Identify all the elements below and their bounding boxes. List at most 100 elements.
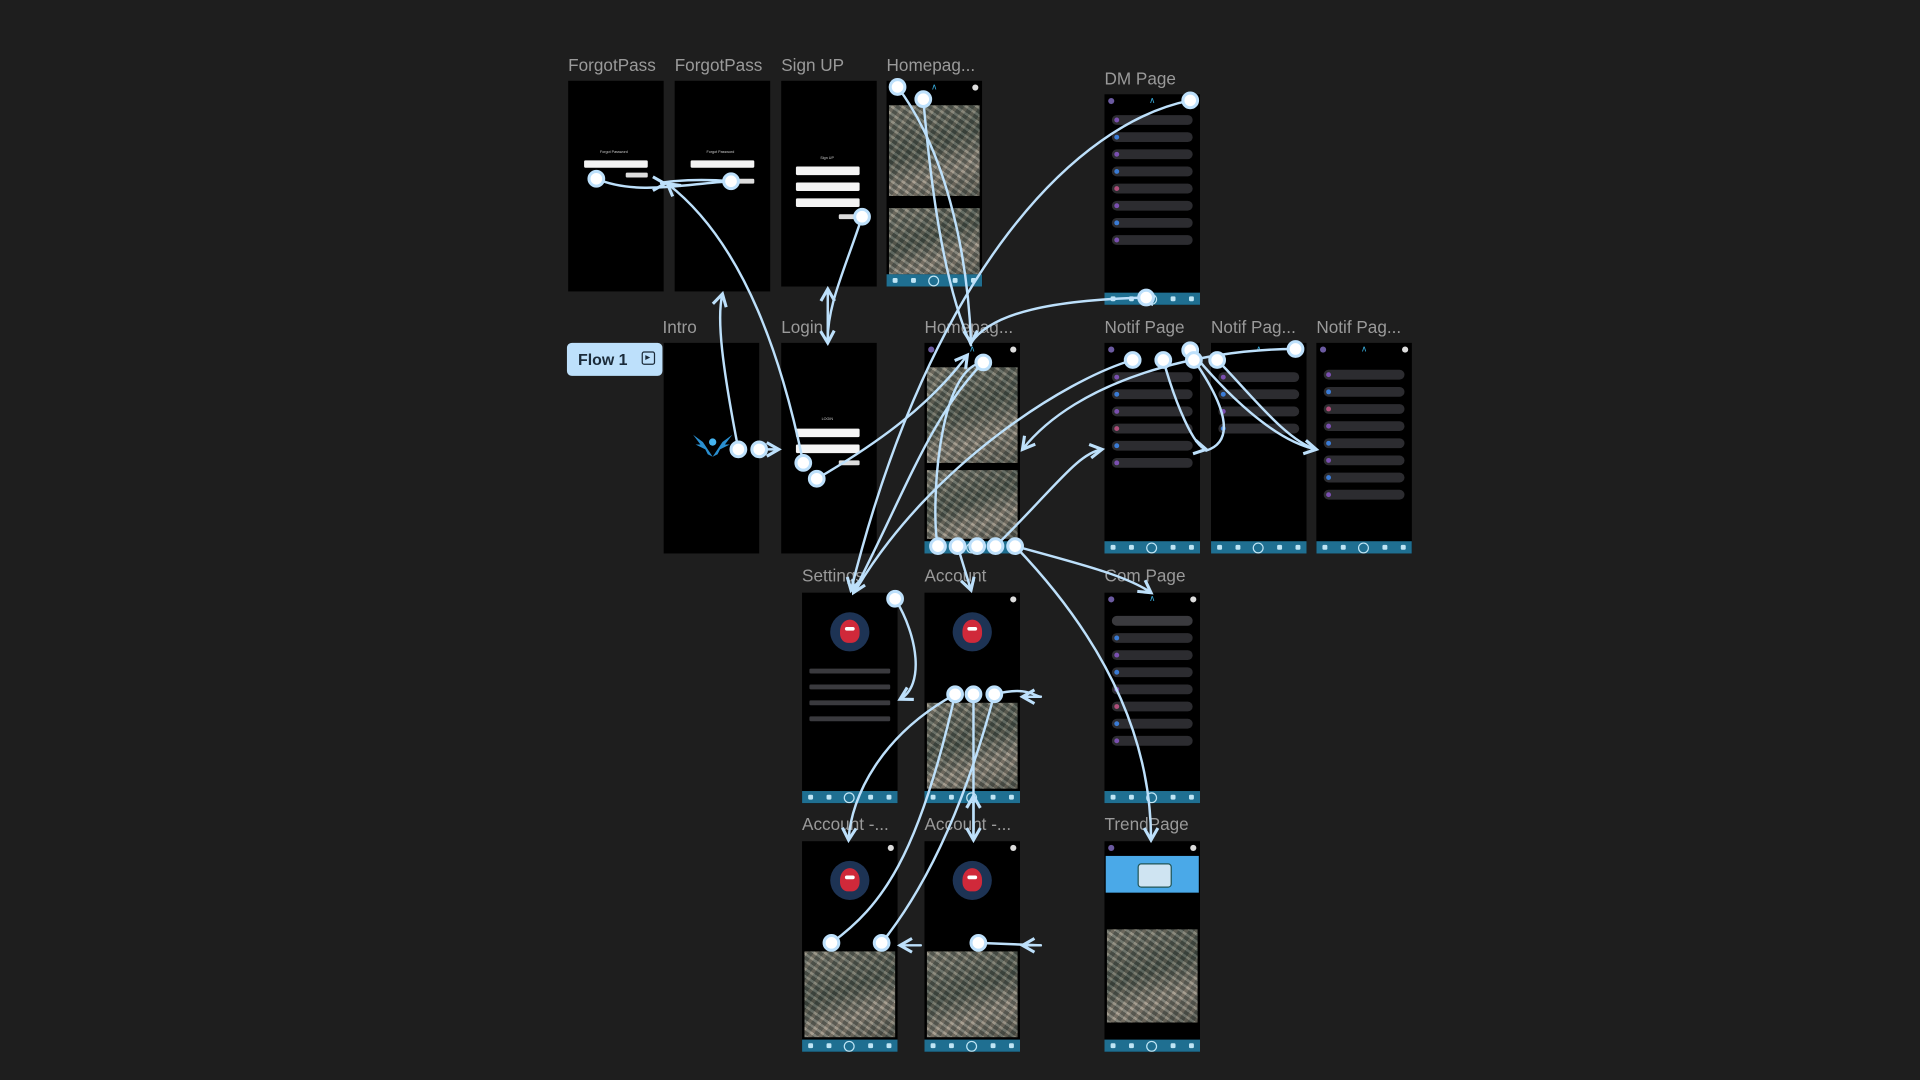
notification-icon[interactable]: [1170, 544, 1176, 550]
connection[interactable]: [1162, 358, 1210, 456]
gear-icon[interactable]: [1190, 844, 1197, 852]
add-post-icon[interactable]: [1358, 541, 1370, 553]
post-grid[interactable]: [926, 951, 1018, 1038]
frame-label-notif-page-2[interactable]: Notif Pag...: [1211, 317, 1296, 337]
message-item[interactable]: [1111, 235, 1193, 245]
frame-com-page[interactable]: ∧: [1104, 592, 1201, 804]
home-icon[interactable]: [808, 1043, 814, 1049]
connection[interactable]: [664, 181, 805, 465]
frame-label-account-2[interactable]: Account -...: [802, 814, 889, 834]
connection-node[interactable]: [750, 440, 769, 459]
frame-label-signup[interactable]: Sign UP: [781, 55, 845, 75]
message-item[interactable]: [1111, 200, 1193, 211]
connection-node[interactable]: [986, 537, 1005, 556]
frame-notif-page-1[interactable]: [1104, 342, 1201, 554]
search-icon[interactable]: [948, 1043, 954, 1049]
username-field[interactable]: [809, 668, 891, 674]
frame-label-dm-page[interactable]: DM Page: [1104, 68, 1176, 89]
connection-node[interactable]: [794, 453, 813, 472]
notification-item[interactable]: [1218, 372, 1300, 383]
connection-node[interactable]: [1006, 537, 1024, 556]
send-icon[interactable]: [886, 1043, 892, 1049]
notification-icon[interactable]: [1170, 296, 1176, 302]
connection[interactable]: [819, 215, 864, 346]
frame-trend-page[interactable]: [1104, 841, 1201, 1052]
avatar[interactable]: [1320, 346, 1327, 353]
send-icon[interactable]: [970, 277, 976, 283]
frame-settings[interactable]: [802, 592, 898, 804]
notification-icon[interactable]: [990, 794, 996, 800]
email-field[interactable]: [795, 182, 860, 192]
connection[interactable]: [893, 597, 917, 701]
message-item[interactable]: [1111, 183, 1193, 194]
home-icon[interactable]: [1322, 544, 1328, 550]
search-icon[interactable]: [910, 277, 916, 283]
avatar[interactable]: [928, 346, 935, 353]
connection-node[interactable]: [1181, 91, 1200, 110]
community-item[interactable]: [1111, 701, 1193, 712]
connection[interactable]: [922, 97, 973, 347]
connection-node[interactable]: [886, 589, 904, 608]
community-item[interactable]: [1111, 633, 1193, 643]
search-icon[interactable]: [948, 794, 954, 800]
avatar[interactable]: [1108, 596, 1115, 603]
add-post-icon[interactable]: [844, 1040, 856, 1052]
frame-label-account-3[interactable]: Account -...: [924, 814, 1012, 834]
send-icon[interactable]: [886, 794, 892, 800]
connection-node[interactable]: [1137, 288, 1156, 307]
frame-notif-page-3[interactable]: ∧: [1316, 342, 1412, 554]
connection-node[interactable]: [1123, 351, 1142, 369]
frame-label-forgotpass-1[interactable]: ForgotPass: [568, 55, 656, 75]
home-icon[interactable]: [930, 794, 936, 800]
login-button[interactable]: [838, 460, 860, 466]
notification-item[interactable]: [1111, 406, 1193, 417]
frame-label-forgotpass-2[interactable]: ForgotPass: [674, 55, 763, 75]
add-post-icon[interactable]: [966, 1040, 978, 1052]
community-item[interactable]: [1111, 667, 1193, 678]
send-icon[interactable]: [1188, 794, 1194, 800]
notification-item[interactable]: [1218, 389, 1300, 400]
flow-starting-point[interactable]: Flow 1: [566, 342, 663, 376]
frame-account-2[interactable]: [802, 841, 898, 1052]
message-item[interactable]: [1111, 217, 1193, 228]
connection[interactable]: [880, 693, 996, 945]
gear-icon[interactable]: [1010, 844, 1017, 852]
notification-icon[interactable]: [868, 1043, 874, 1049]
search-icon[interactable]: [1128, 794, 1134, 800]
search-input[interactable]: [1111, 615, 1193, 626]
password-field[interactable]: [795, 198, 860, 207]
notification-item[interactable]: [1111, 440, 1193, 451]
connection-node[interactable]: [1154, 351, 1173, 369]
connection-node[interactable]: [985, 685, 1004, 704]
message-item[interactable]: [1111, 149, 1193, 160]
add-post-icon[interactable]: [844, 791, 856, 803]
notification-item[interactable]: [1111, 389, 1193, 400]
frame-label-login[interactable]: Login: [781, 317, 824, 337]
signup-button[interactable]: [838, 214, 860, 220]
frame-homepage-1[interactable]: ∧: [886, 80, 983, 287]
post-grid[interactable]: [804, 951, 896, 1038]
connection[interactable]: [855, 358, 1134, 589]
code-field[interactable]: [690, 160, 755, 168]
connection[interactable]: [851, 361, 985, 596]
notification-item[interactable]: [1323, 369, 1405, 380]
connection-node[interactable]: [853, 207, 871, 226]
gear-icon[interactable]: [1010, 596, 1017, 603]
community-item[interactable]: [1111, 650, 1193, 661]
gear-icon[interactable]: [972, 84, 979, 91]
connection[interactable]: [1215, 358, 1318, 451]
connection[interactable]: [841, 693, 957, 844]
notification-icon[interactable]: [1170, 1043, 1176, 1049]
email-field[interactable]: [584, 160, 648, 168]
connection-node[interactable]: [969, 933, 988, 952]
password-field[interactable]: [795, 444, 860, 454]
notification-icon[interactable]: [1170, 794, 1176, 800]
send-icon[interactable]: [1295, 544, 1301, 550]
frame-signup[interactable]: Sign UP: [781, 80, 877, 287]
home-icon[interactable]: [808, 794, 814, 800]
home-icon[interactable]: [1217, 544, 1223, 550]
notification-icon[interactable]: [990, 1043, 996, 1049]
notification-item[interactable]: [1111, 457, 1193, 468]
send-icon[interactable]: [1188, 544, 1194, 550]
add-post-icon[interactable]: [1146, 1040, 1158, 1052]
